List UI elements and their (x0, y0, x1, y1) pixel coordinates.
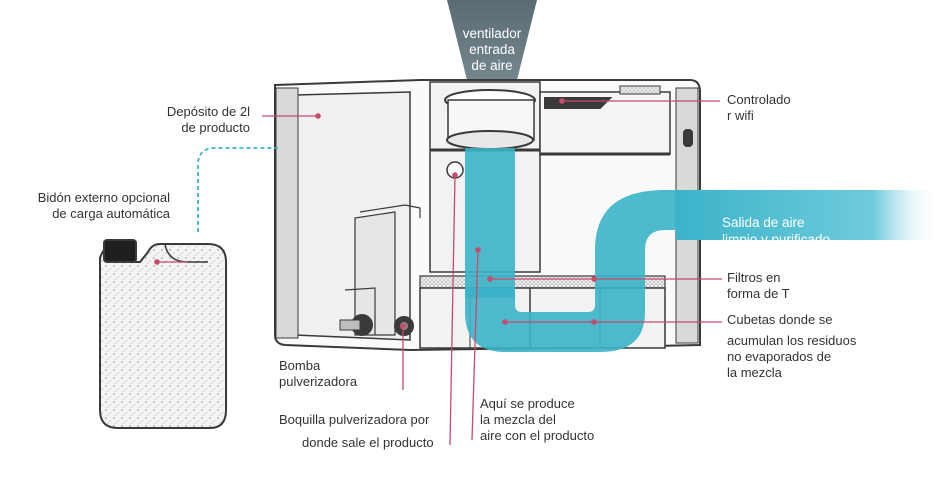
leader-lines (154, 98, 722, 446)
fan-intake-shape (447, 0, 537, 92)
jerrycan (99, 239, 227, 429)
airflow-path (465, 148, 940, 352)
pump-label: Bomba pulverizadora (279, 358, 358, 389)
wifi-controller-label: Controlado r wifi (727, 92, 791, 123)
refill-connector-line (197, 147, 278, 232)
trays-label: Cubetas donde se (727, 312, 833, 327)
jerrycan-label: Bidón externo opcional de carga automáti… (37, 190, 170, 221)
trays-label-continued: acumulan los residuos no evaporados de l… (727, 333, 857, 380)
filters-label: Filtros en forma de T (727, 270, 790, 301)
nozzle-label-line-2: donde sale el producto (302, 435, 434, 450)
tank-label: Depósito de 2l de producto (166, 104, 250, 135)
nozzle-label-line-1: Boquilla pulverizadora por (279, 412, 430, 427)
airflow-outlet (676, 190, 940, 240)
mixing-label: Aquí se produce la mezcla del aire con e… (480, 396, 595, 443)
fan-intake-label: ventilador entrada de aire (462, 25, 522, 73)
air-outlet-label: Salida de aire limpio y purificado (722, 214, 831, 247)
